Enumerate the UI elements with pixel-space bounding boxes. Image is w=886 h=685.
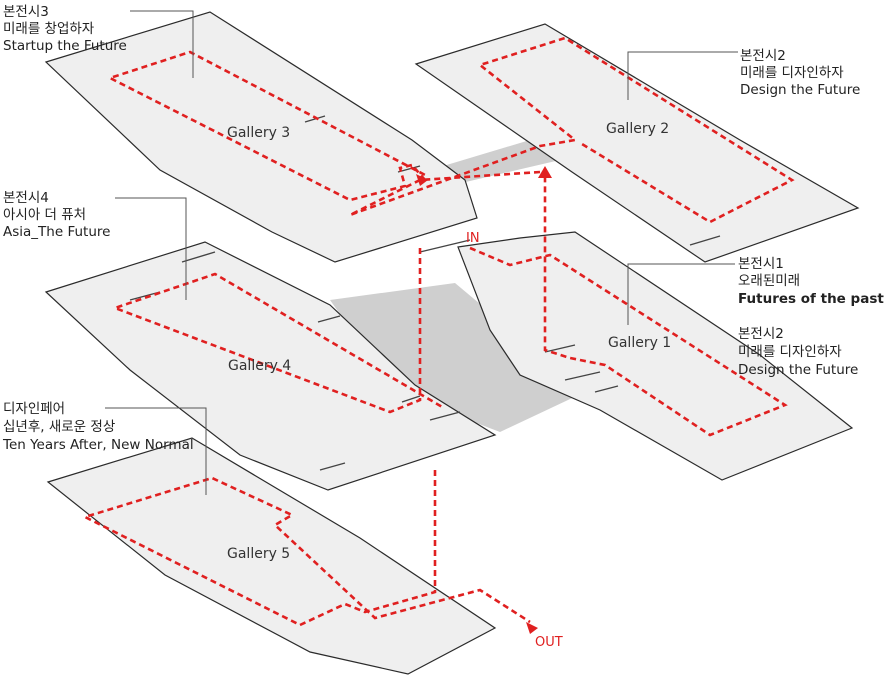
annotation-gallery-4-line-3: Asia_The Future [3, 224, 110, 240]
annotation-gallery-1-line-2: 오래된미래 [738, 273, 800, 289]
bridge-upper [430, 140, 560, 188]
bridge-middle [330, 283, 585, 432]
annotation-gallery-1-line-1: 본전시1 [738, 256, 784, 272]
annotation-gallery-2: 본전시2 미래를 디자인하자 Design the Future [740, 48, 860, 98]
annotation-gallery-3-line-2: 미래를 창업하자 [3, 21, 95, 37]
annotation-gallery-2-line-3: Design the Future [740, 82, 860, 98]
route-gallery-2 [349, 36, 795, 224]
route-gallery-3 [106, 50, 428, 202]
leader-gallery-1 [627, 263, 735, 325]
annotation-gallery-5: 디자인페어 십년후, 새로운 정상 Ten Years After, New N… [2, 401, 194, 453]
floor-detail-lines [129, 115, 721, 471]
out-label: OUT [535, 635, 563, 650]
annotation-gallery-1-line-4: 본전시2 [738, 326, 784, 342]
gallery-1-label: Gallery 1 [608, 335, 671, 351]
annotation-gallery-5-line-1: 디자인페어 [3, 401, 65, 417]
annotation-gallery-2-line-2: 미래를 디자인하자 [740, 65, 844, 81]
gallery-3-label: Gallery 3 [227, 125, 290, 141]
gallery-2-floor [414, 23, 860, 263]
gallery-4-label: Gallery 4 [228, 358, 291, 374]
annotation-gallery-1-line-5: 미래를 디자인하자 [738, 344, 842, 360]
in-label: IN [466, 231, 480, 246]
gallery-1-floor [457, 231, 854, 481]
annotation-gallery-3-line-1: 본전시3 [3, 4, 49, 20]
annotation-gallery-4-line-2: 아시아 더 퓨처 [3, 207, 86, 223]
annotation-gallery-3-line-3: Startup the Future [3, 38, 127, 54]
leader-gallery-4 [115, 197, 187, 300]
route-arrow-out [526, 622, 538, 634]
leader-gallery-2 [627, 51, 738, 100]
annotation-gallery-4: 본전시4 아시아 더 퓨처 Asia_The Future [3, 190, 110, 240]
leader-gallery-5 [105, 407, 207, 495]
annotation-gallery-3: 본전시3 미래를 창업하자 Startup the Future [3, 4, 127, 54]
annotation-gallery-2-line-1: 본전시2 [740, 48, 786, 64]
route-gallery-4 [111, 248, 445, 414]
annotation-gallery-1-line-6: Design the Future [738, 362, 858, 378]
annotation-gallery-4-line-1: 본전시4 [3, 190, 49, 206]
leader-gallery-3 [130, 10, 194, 78]
route-arrow-gallery-3 [416, 174, 428, 186]
annotation-gallery-5-line-2: 십년후, 새로운 정상 [3, 419, 115, 435]
annotation-gallery-1: 본전시1 오래된미래 Futures of the past 본전시2 미래를 … [738, 256, 886, 378]
gallery-3-floor [44, 11, 478, 263]
gallery-2-label: Gallery 2 [606, 121, 669, 137]
gallery-5-label: Gallery 5 [227, 546, 290, 562]
annotation-gallery-5-line-3: Ten Years After, New Normal [2, 437, 194, 453]
route-gallery-1 [469, 172, 788, 437]
route-gallery-5 [81, 470, 531, 627]
annotation-gallery-1-line-3: Futures of the past [738, 291, 884, 307]
route-arrow-up [538, 166, 552, 178]
